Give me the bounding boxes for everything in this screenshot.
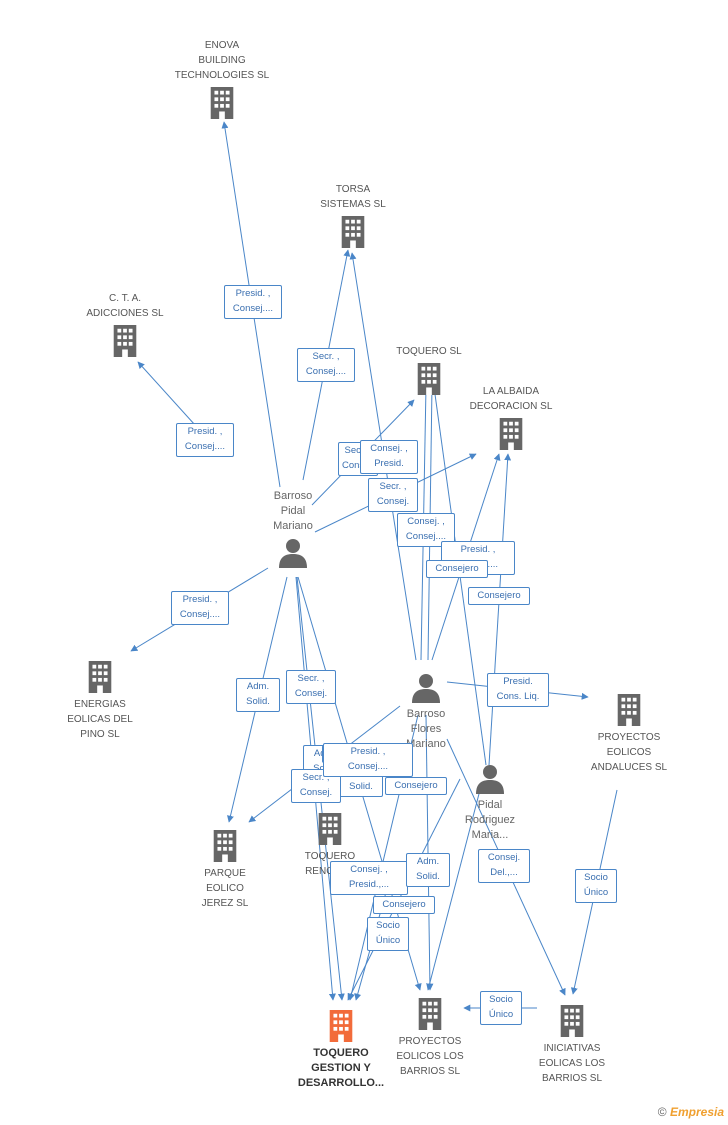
company-albaida[interactable]: LA ALBAIDA DECORACION SL <box>456 384 566 450</box>
node-label: ENERGIAS EOLICAS DEL PINO SL <box>67 699 133 740</box>
edge-label-barroso_pidal-to-enova[interactable]: Presid. , Consej.... <box>224 285 282 319</box>
edge-label-barroso_pidal-to-parque[interactable]: Adm. Solid. <box>236 678 280 712</box>
company-parque[interactable]: PARQUE EOLICO JEREZ SL <box>170 830 280 911</box>
building-icon <box>109 325 141 357</box>
company-enova[interactable]: ENOVA BUILDING TECHNOLOGIES SL <box>167 38 277 119</box>
building-icon <box>314 813 346 845</box>
building-icon <box>337 216 369 248</box>
building-icon <box>206 87 238 119</box>
company-proyectos-barrios[interactable]: PROYECTOS EOLICOS LOS BARRIOS SL <box>375 998 485 1079</box>
node-label: Barroso Flores Mariano <box>406 708 446 750</box>
person-barroso-flores[interactable]: Barroso Flores Mariano <box>371 673 481 752</box>
node-label: PROYECTOS EOLICOS ANDALUCES SL <box>590 732 668 773</box>
building-icon <box>495 418 527 450</box>
edge-label-pidal_rodriguez-to-albaida[interactable]: Consejero <box>468 587 530 605</box>
person-pidal-rodriguez[interactable]: Pidal Rodriguez Maria... <box>435 764 545 843</box>
edge-label-proyectos_andaluces-to-iniciativas[interactable]: Socio Único <box>575 869 617 903</box>
node-label: Pidal Rodriguez Maria... <box>464 799 516 841</box>
company-toquero-renov[interactable]: TOQUERO RENOVA... <box>275 813 385 879</box>
edge-pidal_rodriguez-to-albaida <box>488 453 512 766</box>
company-energias[interactable]: ENERGIAS EOLICAS DEL PINO SL <box>45 661 155 742</box>
node-label: INICIATIVAS EOLICAS LOS BARRIOS SL <box>538 1043 606 1084</box>
building-icon <box>556 1005 588 1037</box>
edge-label-barroso_flores-to-torsa[interactable]: Consej. , Presid. <box>360 440 418 474</box>
building-icon <box>325 1010 357 1042</box>
building-icon <box>209 830 241 862</box>
node-label: TOQUERO SL <box>396 346 462 357</box>
building-icon <box>413 363 445 395</box>
building-icon <box>613 694 645 726</box>
node-label: C. T. A. ADICCIONES SL <box>86 293 164 319</box>
edge-label-pidal_rodriguez-to-proyectos_barrios[interactable]: Consejero <box>373 896 435 914</box>
edge-label-toquero_renov-to-toquero_gestion[interactable]: Socio Único <box>367 917 409 951</box>
node-label: LA ALBAIDA DECORACION SL <box>469 386 553 412</box>
brand-name: Empresia <box>669 1105 724 1119</box>
building-icon <box>84 661 116 693</box>
person-icon <box>475 764 505 794</box>
node-label: TOQUERO RENOVA... <box>304 851 356 877</box>
company-torsa[interactable]: TORSA SISTEMAS SL <box>298 182 408 248</box>
person-barroso-pidal[interactable]: Barroso Pidal Mariano <box>238 489 348 568</box>
company-toquero[interactable]: TOQUERO SL <box>374 344 484 395</box>
edge-barroso_pidal-to-cta <box>137 361 196 426</box>
edge-label-barroso_pidal-to-energias[interactable]: Presid. , Consej.... <box>171 591 229 625</box>
edge-label-barroso_flores-to-iniciativas[interactable]: Consej. Del.,... <box>478 849 530 883</box>
edge-label-barroso_flores-to-parque[interactable]: Secr. , Consej. <box>291 769 341 803</box>
edge-label-barroso_flores-to-toquero_gestion[interactable]: Presid. , Consej.... <box>323 743 413 777</box>
edge-barroso_flores-to-proyectos_barrios <box>425 714 434 991</box>
edge-label-barroso_pidal-to-torsa[interactable]: Secr. , Consej.... <box>297 348 355 382</box>
company-cta[interactable]: C. T. A. ADICCIONES SL <box>70 291 180 357</box>
company-toquero-gestion[interactable]: TOQUERO GESTION Y DESARROLLO... <box>286 1010 396 1091</box>
edge-label-barroso_pidal-to-cta[interactable]: Presid. , Consej.... <box>176 423 234 457</box>
edge-pidal_rodriguez-to-proyectos_barrios <box>426 789 481 991</box>
edge-label-barroso_pidal-to-proyectos_barrios[interactable]: Consej. , Presid.,... <box>330 861 408 895</box>
building-icon <box>414 998 446 1030</box>
node-label: TORSA SISTEMAS SL <box>320 184 386 210</box>
node-label: Barroso Pidal Mariano <box>273 490 313 532</box>
edge-label-iniciativas-to-proyectos_barrios[interactable]: Socio Único <box>480 991 522 1025</box>
edge-label-barroso_flores-to-toquero[interactable]: Secr. , Consej. <box>368 478 418 512</box>
brand-logo: © Empresia <box>658 1105 724 1119</box>
edge-label-barroso_flores-to-toquero[interactable]: Consej. , Consej.... <box>397 513 455 547</box>
edge-label-pidal_rodriguez-to-toquero_gestion[interactable]: Consejero <box>385 777 447 795</box>
edge-label-barroso_flores-to-proyectos_barrios[interactable]: Adm. Solid. <box>406 853 450 887</box>
company-iniciativas[interactable]: INICIATIVAS EOLICAS LOS BARRIOS SL <box>517 1005 627 1086</box>
company-proyectos-andaluces[interactable]: PROYECTOS EOLICOS ANDALUCES SL <box>574 694 684 775</box>
node-label: PARQUE EOLICO JEREZ SL <box>201 868 249 909</box>
edge-label-barroso_flores-to-proyectos_andaluces[interactable]: Presid. Cons. Liq. <box>487 673 549 707</box>
person-icon <box>411 673 441 703</box>
node-label: ENOVA BUILDING TECHNOLOGIES SL <box>174 40 270 81</box>
person-icon <box>278 538 308 568</box>
edge-label-pidal_rodriguez-to-toquero[interactable]: Consejero <box>426 560 488 578</box>
copyright-symbol: © <box>657 1105 667 1119</box>
edge-label-barroso_pidal-to-toquero_gestion[interactable]: Secr. , Consej. <box>286 670 336 704</box>
node-label: PROYECTOS EOLICOS LOS BARRIOS SL <box>396 1036 464 1077</box>
node-label: TOQUERO GESTION Y DESARROLLO... <box>297 1047 385 1089</box>
